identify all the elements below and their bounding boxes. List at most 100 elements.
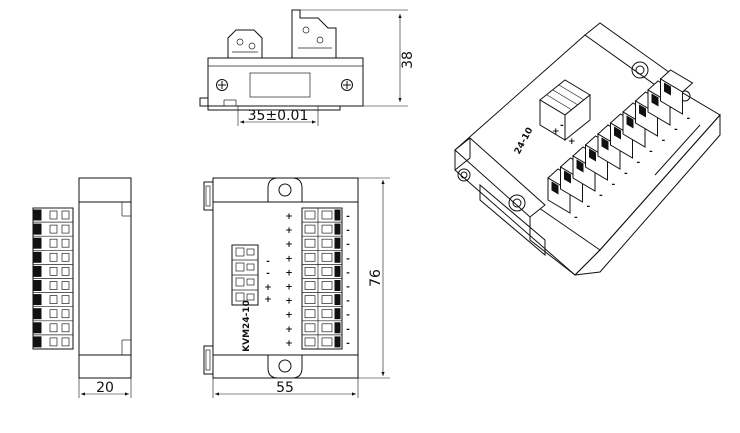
terminal-slot xyxy=(321,309,333,319)
iso-terminal-minus-sign: - xyxy=(612,180,616,190)
dimension-din-rail: 35±0.01 xyxy=(237,106,319,126)
side-terminal-slot xyxy=(61,323,70,333)
terminal-release xyxy=(334,209,341,221)
dim-76-label: 76 xyxy=(368,269,384,287)
terminal-release xyxy=(334,294,341,306)
mounting-hole-bottom xyxy=(267,355,303,379)
power-connector-slot xyxy=(246,278,255,286)
side-terminal-stack xyxy=(32,207,74,350)
side-terminal-slot xyxy=(32,336,42,348)
terminal-plus-sign: + xyxy=(285,240,293,250)
iso-minus-sign: - xyxy=(560,121,564,131)
terminal-plus-sign: + xyxy=(285,311,293,321)
side-terminal-slot xyxy=(32,237,42,249)
output-terminal-block: +-+-+-+-+-+-+-+-+-+- xyxy=(285,207,350,350)
terminal-release xyxy=(334,265,341,277)
top-left-connector xyxy=(227,29,263,58)
side-terminal-slot xyxy=(32,294,42,306)
iso-terminal-minus-sign: - xyxy=(587,202,591,212)
side-terminal-slot xyxy=(32,251,42,263)
side-terminal-slot xyxy=(61,295,70,304)
dimension-front-height: 76 xyxy=(358,177,390,379)
terminal-slot xyxy=(321,281,333,290)
power-minus-sign: - xyxy=(266,269,270,279)
terminal-minus-sign: - xyxy=(346,254,350,264)
terminal-slot xyxy=(304,281,316,290)
side-terminal-slot xyxy=(49,295,58,304)
terminal-release xyxy=(334,336,341,348)
power-minus-sign: - xyxy=(266,257,270,267)
terminal-slot xyxy=(304,210,316,220)
terminal-release xyxy=(334,251,341,263)
dimension-height-top: 38 xyxy=(300,9,416,107)
power-connector-slot xyxy=(235,247,245,257)
side-terminal-slot xyxy=(61,267,70,276)
side-terminal-slot xyxy=(32,223,42,235)
iso-plus-sign: + xyxy=(552,127,560,137)
side-terminal-slot xyxy=(61,224,70,234)
terminal-release xyxy=(334,322,341,334)
terminal-plus-sign: + xyxy=(285,297,293,307)
side-terminal-slot xyxy=(61,252,70,262)
iso-terminal-slot xyxy=(551,181,559,195)
terminal-slot xyxy=(304,309,316,319)
terminal-plus-sign: + xyxy=(285,325,293,335)
dim-35-label: 35±0.01 xyxy=(248,108,309,124)
dimension-side-width: 20 xyxy=(78,378,132,398)
dimension-front-width: 55 xyxy=(212,378,359,398)
terminal-plus-sign: + xyxy=(285,339,293,349)
iso-terminal-slot xyxy=(626,115,634,129)
terminal-slot xyxy=(304,323,316,333)
iso-terminal-minus-sign: - xyxy=(662,136,666,146)
terminal-release xyxy=(334,280,341,291)
terminal-minus-sign: - xyxy=(346,268,350,278)
side-terminal-slot xyxy=(49,323,58,333)
terminal-release xyxy=(334,223,341,235)
side-terminal-slot xyxy=(49,210,58,220)
iso-terminal-slot xyxy=(639,104,646,118)
power-plus-sign: + xyxy=(264,283,272,293)
side-terminal-slot xyxy=(32,308,42,320)
terminal-slot xyxy=(321,238,333,248)
screw-icon-left xyxy=(216,79,228,91)
side-terminal-slot xyxy=(32,209,42,221)
iso-terminal-slot xyxy=(589,148,596,162)
side-terminal-slot xyxy=(49,337,58,347)
side-terminal-slot xyxy=(32,265,42,277)
side-terminal-slot xyxy=(61,337,70,347)
terminal-slot xyxy=(304,337,316,347)
power-connector-slot xyxy=(246,263,255,271)
side-terminal-slot xyxy=(49,252,58,262)
side-terminal-slot xyxy=(61,309,70,319)
terminal-slot xyxy=(321,337,333,347)
terminal-plus-sign: + xyxy=(285,254,293,264)
front-view: - - + + KVM24-10 +-+-+-+-+-+-+-+-+-+- 55… xyxy=(203,177,390,398)
iso-terminal-slot xyxy=(601,137,609,151)
dim-38-label: 38 xyxy=(400,51,416,69)
model-label: KVM24-10 xyxy=(242,300,252,352)
terminal-plus-sign: + xyxy=(285,283,293,293)
terminal-slot xyxy=(321,267,333,276)
top-right-connector xyxy=(291,9,337,58)
screw-icon-right xyxy=(341,79,353,91)
iso-power-connector xyxy=(539,79,591,142)
iso-terminal-minus-sign: - xyxy=(674,125,678,135)
iso-terminal-minus-sign: - xyxy=(574,213,578,223)
terminal-minus-sign: - xyxy=(346,226,350,236)
power-connector-slot xyxy=(235,292,245,302)
side-terminal-slot xyxy=(32,280,42,291)
dim-20-label: 20 xyxy=(96,380,114,396)
power-connector-slot xyxy=(235,277,245,287)
iso-plus-sign: + xyxy=(568,137,576,147)
terminal-plus-sign: + xyxy=(285,212,293,222)
terminal-slot xyxy=(304,224,316,234)
side-terminal-slot xyxy=(61,210,70,220)
side-terminal-slot xyxy=(61,238,70,248)
iso-terminal-slot xyxy=(564,170,571,184)
terminal-minus-sign: - xyxy=(346,339,350,349)
terminal-slot xyxy=(304,267,316,276)
iso-terminal-slot xyxy=(576,159,584,173)
iso-terminal-slot xyxy=(664,82,671,96)
top-view: 38 35±0.01 xyxy=(199,9,416,126)
